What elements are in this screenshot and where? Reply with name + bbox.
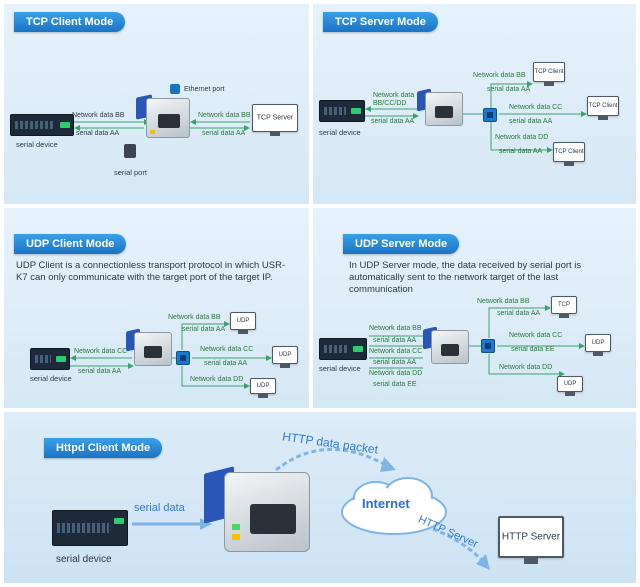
- serial-device-image: [319, 338, 367, 360]
- serial-device-image: [52, 510, 128, 546]
- usr-k7-module: [126, 328, 174, 368]
- serial-device-image: [10, 114, 74, 136]
- tcp-client-2-monitor: TCP Client: [587, 96, 619, 120]
- panel-udp-client: UDP Client Mode UDP Client is a connecti…: [4, 208, 309, 408]
- branch-2-serial-label: serial data AA: [509, 118, 553, 125]
- tcp-server-monitor: TCP Server: [252, 104, 298, 136]
- panel-title-tcp-client: TCP Client Mode: [14, 12, 126, 32]
- network-data-label: Network data BB: [72, 112, 125, 119]
- network-switch-icon: [483, 108, 497, 122]
- panel-title-udp-client: UDP Client Mode: [14, 234, 127, 254]
- panel-title-tcp-server: TCP Server Mode: [323, 12, 438, 32]
- http-server-box-label: HTTP Server: [501, 531, 561, 543]
- tcp-client-2-label: TCP Client: [588, 103, 618, 109]
- serial-data-label: serial data: [134, 502, 185, 514]
- network-switch-icon: [481, 339, 495, 353]
- target-3-label: UDP: [563, 381, 577, 387]
- tcp-server-arrows: [365, 81, 587, 153]
- udp-server-arrows: [369, 305, 585, 377]
- target-1-label: TCP: [558, 302, 570, 308]
- network-data-in-label: Network data: [373, 92, 415, 99]
- target-2-monitor: UDP: [585, 334, 611, 356]
- branch-1-network-label: Network data BB: [473, 72, 526, 79]
- serial-data-label: serial data AA: [78, 368, 122, 375]
- tcp-client-3-monitor: TCP Client: [553, 142, 585, 166]
- branch-2-serial-label: serial data EE: [511, 346, 555, 353]
- udp-target-2-monitor: UDP: [272, 346, 298, 368]
- branch-2-serial-label: serial data AA: [204, 360, 248, 367]
- udp-target-1-monitor: UDP: [230, 312, 256, 334]
- udp-client-description: UDP Client is a connectionless transport…: [16, 260, 286, 283]
- serial-data-right-label: serial data AA: [202, 130, 246, 137]
- network-switch-icon: [176, 351, 190, 365]
- branch-3-network-label: Network data DD: [495, 134, 549, 141]
- left-label-5: Network data DD: [369, 370, 423, 377]
- target-2-label: UDP: [591, 340, 605, 346]
- udp-target-1-label: UDP: [236, 318, 250, 324]
- serial-data-label: serial data AA: [76, 130, 120, 137]
- target-1-monitor: TCP: [551, 296, 577, 318]
- tcp-server-label: TCP Server: [256, 114, 294, 122]
- left-label-4: serial data AA: [373, 359, 417, 366]
- panel-httpd-client: Httpd Client Mode serial device serial d…: [4, 412, 636, 583]
- serial-data-label: serial data AA: [371, 118, 415, 125]
- udp-target-3-label: UDP: [256, 383, 270, 389]
- target-3-monitor: UDP: [557, 376, 583, 396]
- usr-k7-module: [136, 92, 192, 140]
- udp-server-description: In UDP Server mode, the data received by…: [349, 260, 582, 295]
- branch-1-serial-label: serial data AA: [497, 310, 541, 317]
- udp-target-3-monitor: UDP: [250, 378, 276, 398]
- serial-port-label: serial port: [114, 168, 147, 177]
- branch-2-network-label: Network data CC: [509, 104, 563, 111]
- serial-device-label: serial device: [30, 374, 72, 383]
- usr-k7-module: [423, 326, 471, 366]
- branch-1-network-label: Network data BB: [168, 314, 221, 321]
- serial-port-connector-icon: [124, 144, 136, 158]
- tcp-client-1-label: TCP Client: [534, 69, 564, 75]
- branch-3-serial-label: serial data AA: [499, 148, 543, 155]
- serial-device-label: serial device: [16, 140, 58, 149]
- udp-target-2-label: UDP: [278, 352, 292, 358]
- tcp-client-3-label: TCP Client: [554, 149, 584, 155]
- left-label-2: serial data AA: [373, 337, 417, 344]
- branch-1-network-label: Network data BB: [477, 298, 530, 305]
- tcp-client-1-monitor: TCP Client: [533, 62, 565, 86]
- left-label-1: Network data BB: [369, 325, 422, 332]
- serial-device-label: serial device: [319, 364, 361, 373]
- branch-1-serial-label: serial data AA: [487, 86, 531, 93]
- internet-cloud-icon: [341, 477, 447, 535]
- left-label-3: Network data CC: [369, 348, 423, 355]
- internet-label: Internet: [362, 496, 410, 511]
- branch-1-serial-label: serial data AA: [182, 326, 226, 333]
- udp-client-arrows: [70, 321, 272, 389]
- ethernet-port-icon: [170, 84, 180, 94]
- branch-3-network-label: Network data DD: [190, 376, 244, 383]
- serial-device-image: [30, 348, 70, 370]
- panel-title-httpd-client: Httpd Client Mode: [44, 438, 163, 458]
- panel-tcp-client: TCP Client Mode serial device Network da…: [4, 4, 309, 204]
- panel-udp-server: UDP Server Mode In UDP Server mode, the …: [313, 208, 636, 408]
- http-server-monitor: HTTP Server: [498, 516, 564, 564]
- network-data-right-label: Network data BB: [198, 112, 251, 119]
- serial-device-label: serial device: [56, 554, 112, 565]
- left-label-6: serial data EE: [373, 381, 417, 388]
- serial-device-label: serial device: [319, 128, 361, 137]
- panel-title-udp-server: UDP Server Mode: [343, 234, 460, 254]
- ethernet-port-label: Ethernet port: [184, 86, 225, 93]
- network-data-in2-label: BB/CC/DD: [373, 100, 407, 107]
- branch-2-network-label: Network data CC: [509, 332, 563, 339]
- branch-2-network-label: Network data CC: [200, 346, 254, 353]
- panel-tcp-server: TCP Server Mode serial device Network da…: [313, 4, 636, 204]
- branch-3-network-label: Network data DD: [499, 364, 553, 371]
- serial-device-image: [319, 100, 365, 122]
- network-data-label: Network data CC: [74, 348, 128, 355]
- usr-k7-module: [417, 88, 465, 128]
- usr-k7-module: [204, 460, 314, 556]
